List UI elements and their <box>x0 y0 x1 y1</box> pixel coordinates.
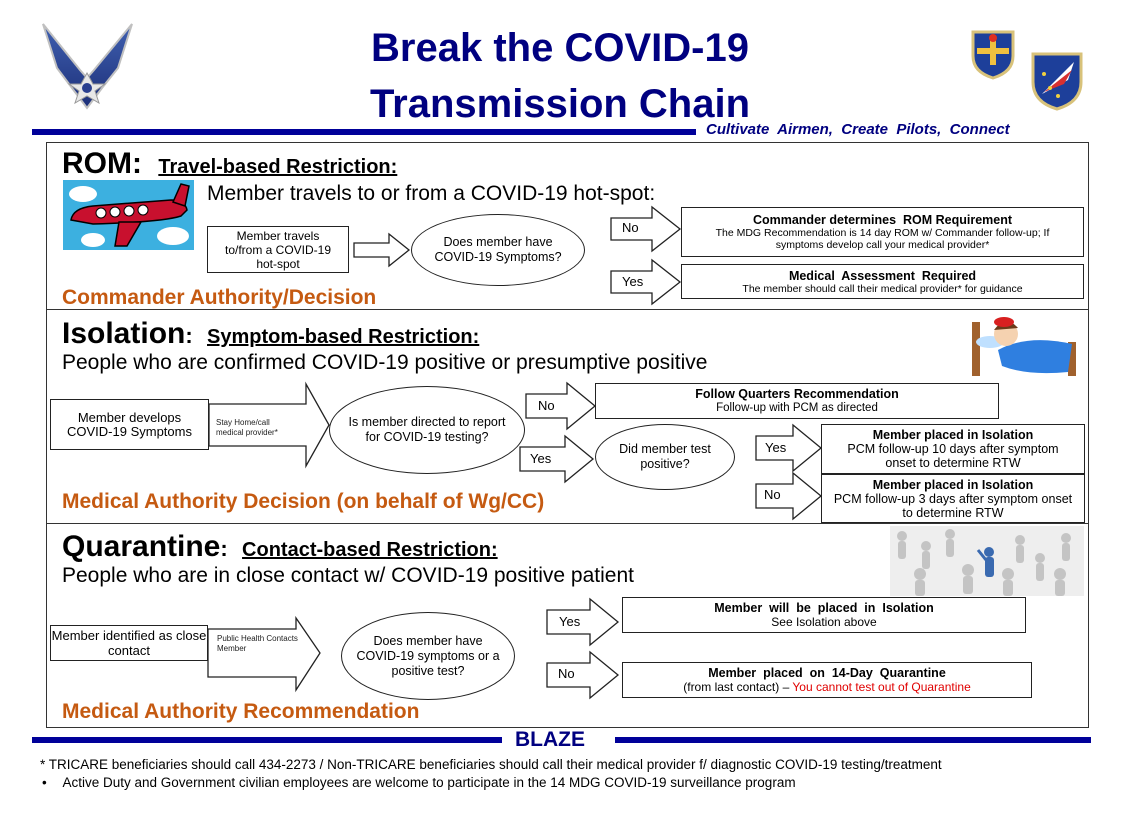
quarantine-subheading: Contact-based Restriction: <box>242 539 498 561</box>
quarantine-heading: Quarantine <box>62 530 221 563</box>
quarantine-no-label: No <box>558 666 575 681</box>
isolation-positive-yes-label: Yes <box>765 440 787 455</box>
isolation-yes-label: Yes <box>530 451 552 466</box>
isolation-positive-no-arrow <box>755 471 823 521</box>
quarantine-arrow-label: Public Health Contacts Member <box>217 634 298 653</box>
quarantine-yes-title: Member will be placed in Isolation <box>714 601 934 615</box>
isolation-section: Isolation: Symptom-based Restriction: <box>62 318 479 353</box>
airplane-illustration <box>63 180 194 250</box>
quarantine-section: Quarantine: Contact-based Restriction: <box>62 531 498 566</box>
rom-start-box: Member travels to/from a COVID-19 hot-sp… <box>207 226 349 273</box>
isolation-heading: Isolation <box>62 317 186 350</box>
quarantine-no-arrow <box>546 650 620 700</box>
tagline: Cultivate Airmen, Create Pilots, Connect <box>706 121 1010 138</box>
crowd-illustration <box>890 526 1084 596</box>
isolation-positive-no-box: Member placed in Isolation PCM follow-up… <box>821 474 1085 523</box>
isolation-test-question: Did member test positive? <box>595 424 735 490</box>
isolation-positive-yes-arrow <box>755 423 823 473</box>
quarantine-yes-box: Member will be placed in Isolation See I… <box>622 597 1026 633</box>
rom-start-arrow <box>353 232 411 268</box>
rom-yes-text: The member should call their medical pro… <box>742 282 1023 295</box>
rom-description: Member travels to or from a COVID-19 hot… <box>207 182 656 205</box>
footer-brand: BLAZE <box>515 728 585 751</box>
footer-note-surveillance: • Active Duty and Government civilian em… <box>42 775 796 790</box>
footer-divider-bar-left <box>32 737 502 743</box>
rom-yes-title: Medical Assessment Required <box>788 268 977 283</box>
quarantine-no-text-plain: (from last contact) – <box>683 680 793 694</box>
rom-start-text: Member travels to/from a COVID-19 hot-sp… <box>224 228 332 271</box>
quarantine-no-title: Member placed on 14-Day Quarantine <box>708 666 946 680</box>
isolation-positive-yes-box: Member placed in Isolation PCM follow-up… <box>821 424 1085 474</box>
quarantine-yes-text: See Isolation above <box>771 615 877 629</box>
isolation-arrow-label: Stay Home/call medical provider* <box>216 418 278 437</box>
rom-no-arrow <box>610 205 682 253</box>
rom-yes-label: Yes <box>622 274 644 289</box>
isolation-positive-yes-text: PCM follow-up 10 days after symptom onse… <box>847 442 1059 470</box>
isolation-start-text: Member develops COVID-19 Symptoms <box>67 409 192 439</box>
rom-yes-box: Medical Assessment Required The member s… <box>681 264 1084 299</box>
isolation-positive-yes-title: Member placed in Isolation <box>872 428 1034 442</box>
quarantine-yes-label: Yes <box>559 614 581 629</box>
isolation-no-text: Follow-up with PCM as directed <box>716 402 878 414</box>
quarantine-no-text: (from last contact) – You cannot test ou… <box>623 680 1031 694</box>
air-force-logo <box>40 18 135 110</box>
header-divider-bar <box>32 129 696 135</box>
rom-no-title: Commander determines ROM Requirement <box>752 213 1013 227</box>
flying-training-wing-shield-logo <box>1028 50 1086 112</box>
isolation-yes-arrow <box>519 434 595 484</box>
rom-no-label: No <box>622 220 639 235</box>
quarantine-no-box: Member placed on 14-Day Quarantine (from… <box>622 662 1032 698</box>
rom-yes-arrow <box>610 258 682 306</box>
rom-no-box: Commander determines ROM Requirement The… <box>681 207 1084 257</box>
isolation-subheading: Symptom-based Restriction: <box>207 326 480 348</box>
quarantine-start-text: Member identified as close contact <box>51 628 207 658</box>
isolation-question: Is member directed to report for COVID-1… <box>329 386 525 474</box>
isolation-no-box: Follow Quarters Recommendation Follow-up… <box>595 383 999 419</box>
isolation-positive-no-title: Member placed in Isolation <box>872 477 1034 492</box>
title-line-2: Transmission Chain <box>369 82 751 126</box>
isolation-start-box: Member develops COVID-19 Symptoms <box>50 399 209 450</box>
quarantine-question-text: Does member have COVID-19 symptoms or a … <box>356 633 500 678</box>
footer-note-tricare: * TRICARE beneficiaries should call 434-… <box>40 757 942 772</box>
isolation-description: People who are confirmed COVID-19 positi… <box>62 351 708 374</box>
rom-authority: Commander Authority/Decision <box>62 286 377 309</box>
title-line-1: Break the COVID-19 <box>371 26 749 70</box>
rom-heading: ROM: <box>62 147 142 180</box>
rom-question: Does member have COVID-19 Symptoms? <box>411 214 585 286</box>
quarantine-yes-arrow <box>546 597 620 647</box>
rom-subheading: Travel-based Restriction: <box>158 156 398 178</box>
footer-divider-bar-right <box>615 737 1091 743</box>
quarantine-description: People who are in close contact w/ COVID… <box>62 564 634 587</box>
quarantine-start-arrow <box>207 615 321 693</box>
quarantine-no-warning: You cannot test out of Quarantine <box>792 680 971 694</box>
quarantine-start-box: Member identified as close contact <box>50 625 208 661</box>
quarantine-colon: : <box>220 536 228 561</box>
footer-note-surveillance-text: Active Duty and Government civilian empl… <box>62 775 796 790</box>
quarantine-authority: Medical Authority Recommendation <box>62 700 420 723</box>
isolation-positive-no-text: PCM follow-up 3 days after symptom onset… <box>833 491 1073 520</box>
aetc-shield-logo <box>967 28 1019 80</box>
isolation-no-label: No <box>538 398 555 413</box>
isolation-positive-no-label: No <box>764 487 781 502</box>
isolation-authority: Medical Authority Decision (on behalf of… <box>62 490 545 513</box>
isolation-start-arrow <box>208 381 330 469</box>
bullet: • <box>42 775 47 790</box>
rom-question-text: Does member have COVID-19 Symptoms? <box>434 235 562 264</box>
isolation-no-arrow <box>525 381 597 431</box>
sick-child-illustration <box>968 312 1080 378</box>
quarantine-question: Does member have COVID-19 symptoms or a … <box>341 612 515 700</box>
isolation-test-question-text: Did member test positive? <box>619 442 711 471</box>
isolation-colon: : <box>185 323 193 348</box>
rom-no-text: The MDG Recommendation is 14 day ROM w/ … <box>715 227 1050 251</box>
rom-section: ROM: Travel-based Restriction: <box>62 148 397 183</box>
isolation-no-title: Follow Quarters Recommendation <box>695 387 899 401</box>
isolation-question-text: Is member directed to report for COVID-1… <box>348 415 506 444</box>
